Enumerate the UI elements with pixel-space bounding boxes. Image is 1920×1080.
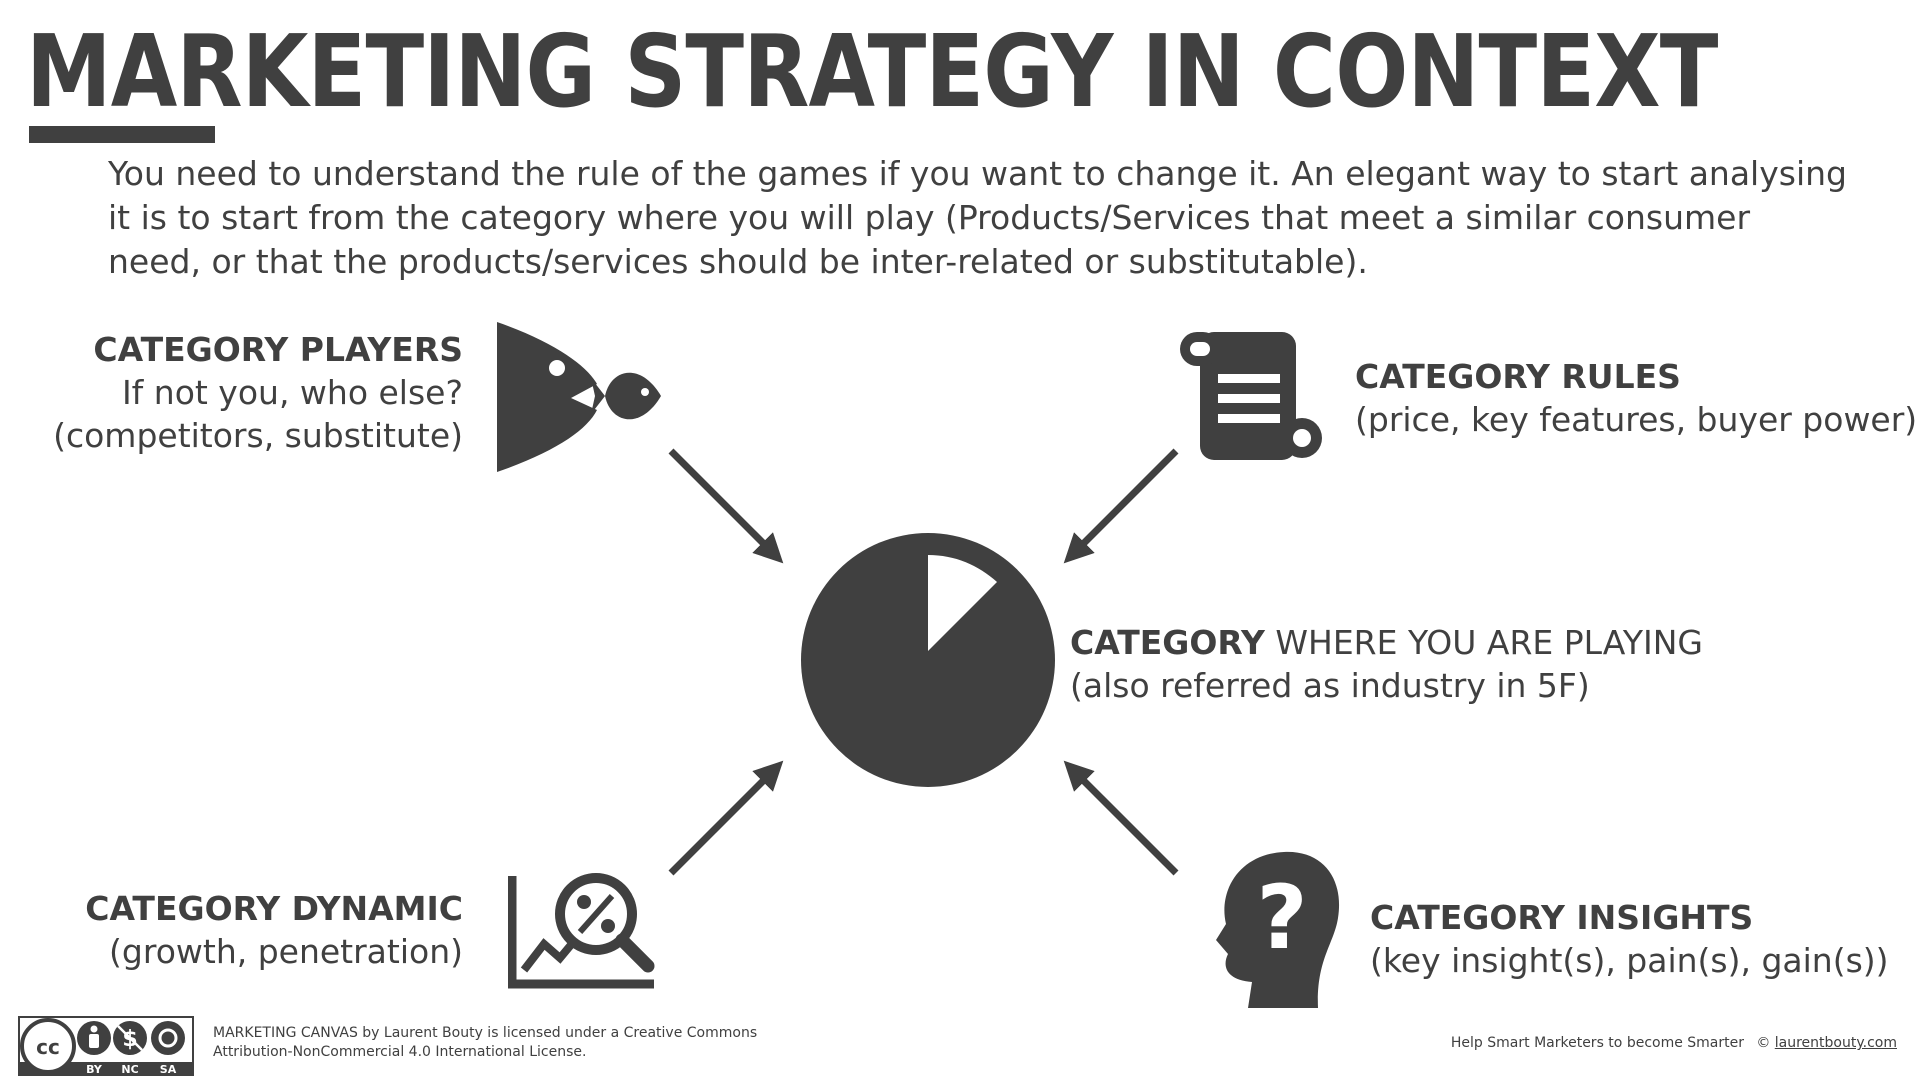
cc-label-nc: NC (121, 1063, 138, 1076)
center-line1: (also referred as industry in 5F) (1070, 666, 1590, 705)
insights-block: CATEGORY INSIGHTS (key insight(s), pain(… (1370, 896, 1889, 982)
rules-heading: CATEGORY RULES (1355, 357, 1681, 396)
center-heading: CATEGORY (1070, 623, 1265, 662)
players-heading: CATEGORY PLAYERS (93, 330, 463, 369)
site-link[interactable]: laurentbouty.com (1774, 1035, 1897, 1051)
license-line1: MARKETING CANVAS by Laurent Bouty is lic… (213, 1025, 758, 1041)
chart-magnifier-percent-icon (508, 873, 655, 989)
arrow-players-to-category (668, 448, 784, 564)
page-title: MARKETING STRATEGY IN CONTEXT (26, 13, 1718, 130)
cc-license-badge: cc $ BY NC SA (18, 1016, 194, 1076)
center-block: CATEGORY WHERE YOU ARE PLAYING (also ref… (1070, 621, 1703, 707)
copyright-line: © laurentbouty.com (1756, 1034, 1897, 1053)
svg-text:cc: cc (36, 1035, 60, 1059)
pie-slice-icon (801, 533, 1055, 787)
arrow-rules-to-category (1063, 448, 1179, 564)
rules-line1: (price, key features, buyer power) (1355, 400, 1918, 439)
intro-paragraph: You need to understand the rule of the g… (108, 154, 1847, 281)
cc-icon (20, 1018, 76, 1074)
share-alike-icon (151, 1021, 185, 1055)
license-line2: Attribution-NonCommercial 4.0 Internatio… (213, 1044, 587, 1060)
dynamic-line1: (growth, penetration) (109, 932, 463, 971)
players-line1: If not you, who else? (121, 373, 463, 412)
arrow-insights-to-category (1063, 760, 1179, 876)
svg-text:?: ? (1256, 866, 1307, 969)
rules-block: CATEGORY RULES (price, key features, buy… (1355, 355, 1917, 441)
scroll-icon (1180, 332, 1322, 460)
copyright-symbol: © (1756, 1035, 1771, 1051)
dynamic-block: CATEGORY DYNAMIC (growth, penetration) (85, 887, 463, 973)
tagline: Help Smart Marketers to become Smarter (1450, 1035, 1744, 1051)
dynamic-heading: CATEGORY DYNAMIC (85, 889, 463, 928)
center-heading-rest: WHERE YOU ARE PLAYING (1264, 623, 1703, 662)
insights-line1: (key insight(s), pain(s), gain(s)) (1370, 941, 1889, 980)
license-text: MARKETING CANVAS by Laurent Bouty is lic… (213, 1024, 757, 1062)
title-underline (29, 126, 215, 143)
players-block: CATEGORY PLAYERS If not you, who else? (… (53, 328, 463, 457)
cc-label-by: BY (86, 1063, 103, 1076)
head-question-icon: ? (1216, 851, 1340, 1008)
players-line2: (competitors, substitute) (53, 416, 463, 455)
cc-label-sa: SA (160, 1063, 177, 1076)
arrow-dynamic-to-category (668, 760, 784, 876)
fish-eating-fish-icon (497, 322, 661, 472)
insights-heading: CATEGORY INSIGHTS (1370, 898, 1754, 937)
